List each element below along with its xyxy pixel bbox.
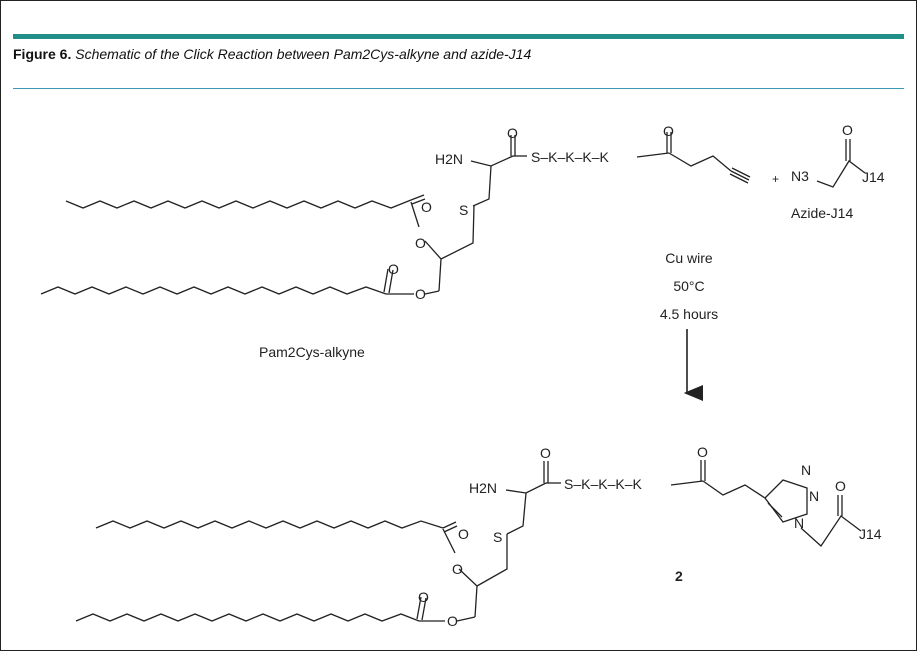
cys-carbonyl-o-label: O	[507, 125, 518, 141]
caption-rule	[13, 88, 904, 89]
product-lower-ester-o-label: O	[447, 613, 458, 629]
amine-label: H2N	[435, 151, 463, 167]
product-thioether-s-label: S	[493, 529, 502, 545]
product-upper-fatty-chain	[95, 520, 444, 529]
reaction-conditions: Cu wire 50°C 4.5 hours	[660, 250, 718, 401]
product-cys-carbonyl-o-label: O	[540, 445, 551, 461]
triazole-n1-label: N	[801, 462, 811, 478]
product-peptide-chain-label: S–K–K–K–K	[564, 476, 642, 492]
accent-bar	[13, 34, 904, 39]
lower-carbonyl-o-label: O	[388, 261, 399, 277]
reactant1-name: Pam2Cys-alkyne	[259, 344, 365, 360]
condition-temperature: 50°C	[673, 278, 704, 294]
condition-catalyst: Cu wire	[665, 250, 713, 266]
figure-caption-text: Schematic of the Click Reaction between …	[75, 46, 532, 62]
product-j14-label: J14	[859, 526, 882, 542]
triazole-n2-label: N	[809, 488, 819, 504]
product-upper-ester-o2-label: O	[452, 561, 463, 577]
upper-fatty-chain	[65, 199, 412, 209]
thioether-s-label: S	[459, 202, 468, 218]
condition-time: 4.5 hours	[660, 306, 718, 322]
lower-fatty-chain	[40, 286, 387, 295]
product-amide-o-label: O	[835, 478, 846, 494]
figure-label: Figure 6.	[13, 46, 72, 62]
lower-ester-o-label: O	[415, 286, 426, 302]
triazole-n3-label: N	[794, 515, 804, 531]
azide-n3-label: N3	[791, 168, 809, 184]
pam2cys-alkyne-structure: O O O O S H2N O S–K–K–K–K O Pam2Cys-alky…	[40, 123, 751, 360]
triazole-ring	[764, 479, 808, 523]
product-compound-number: 2	[675, 568, 683, 584]
upper-ester-o2-label: O	[415, 235, 426, 251]
azide-j14-structure: N3 O J14 Azide-J14	[791, 122, 885, 221]
product-amine-label: H2N	[469, 480, 497, 496]
azide-j14-label: J14	[862, 169, 885, 185]
product-ketone-o-label: O	[697, 444, 708, 460]
azide-carbonyl-o-label: O	[842, 122, 853, 138]
product-structure: O O O O S H2N O S–K–K–K–K O N N N O J14 …	[75, 444, 882, 629]
peptide-chain-label: S–K–K–K–K	[531, 149, 609, 165]
upper-ester-o-label: O	[421, 199, 432, 215]
plus-sign: +	[772, 172, 779, 186]
product-lower-carbonyl-o-label: O	[418, 589, 429, 605]
product-upper-ester-o-label: O	[458, 526, 469, 542]
ketone-o-label: O	[663, 123, 674, 139]
figure-caption: Figure 6. Schematic of the Click Reactio…	[13, 46, 531, 62]
reactant2-name: Azide-J14	[791, 205, 853, 221]
product-lower-fatty-chain	[75, 613, 420, 622]
